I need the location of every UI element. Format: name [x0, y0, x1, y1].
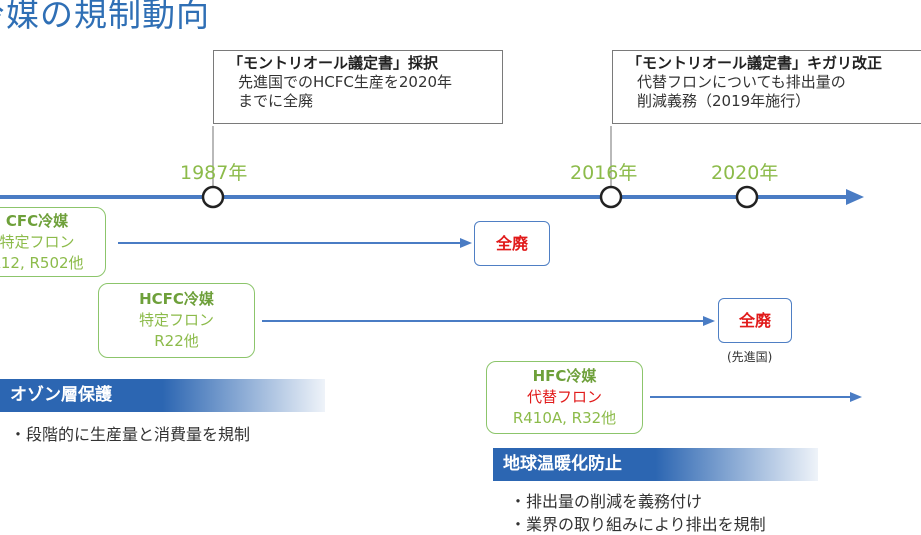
year-2016-label: 2016年 [570, 162, 638, 184]
timeline-arrowhead [846, 189, 864, 205]
hcfc-category: 特定フロン [138, 311, 214, 329]
hfc-refrigerant-box: HFC冷媒 代替フロン R410A, R32他 [486, 361, 643, 434]
callout-2016-line2: 削減義務（2019年施行） [637, 92, 811, 110]
ozone-protection-bullet: ・段階的に生産量と消費量を規制 [10, 425, 251, 444]
global-warming-bullet-2: ・業界の取り組みにより排出を規制 [510, 515, 766, 534]
global-warming-heading: 地球温暖化防止 [493, 448, 818, 481]
callout-1987-title: 「モントリオール議定書」採択 [228, 54, 439, 72]
page-title: 冷媒の規制動向 [0, 0, 210, 34]
callout-2016: 「モントリオール議定書」キガリ改正 代替フロンについても排出量の 削減義務（20… [612, 50, 921, 124]
callout-2016-line1: 代替フロンについても排出量の [637, 73, 846, 91]
milestone-2020-marker [735, 185, 759, 209]
cfc-title: CFC冷媒 [5, 212, 69, 230]
hfc-category: 代替フロン [526, 388, 602, 406]
hcfc-examples: R22他 [154, 332, 199, 350]
callout-1987-line2: までに全廃 [238, 92, 314, 110]
global-warming-bullet-1: ・排出量の削減を義務付け [510, 492, 703, 511]
callout-2016-title: 「モントリオール議定書」キガリ改正 [627, 54, 883, 72]
callout-1987: 「モントリオール議定書」採択 先進国でのHCFC生産を2020年 までに全廃 [213, 50, 503, 124]
hcfc-title: HCFC冷媒 [139, 290, 214, 308]
callout-1987-line1: 先進国でのHCFC生産を2020年 [238, 73, 453, 91]
hfc-title: HFC冷媒 [532, 367, 597, 385]
hcfc-phaseout-box: 全廃 [718, 298, 792, 343]
cfc-phaseout-box: 全廃 [474, 221, 550, 266]
timeline-diagram [0, 126, 864, 402]
cfc-examples: R12, R502他 [0, 254, 84, 272]
ozone-protection-heading: オゾン層保護 [0, 379, 325, 412]
year-1987-label: 1987年 [180, 162, 248, 184]
hfc-examples: R410A, R32他 [512, 409, 617, 427]
milestone-1987-marker [201, 185, 225, 209]
year-2020-label: 2020年 [711, 162, 779, 184]
cfc-refrigerant-box: CFC冷媒 特定フロン R12, R502他 [0, 207, 106, 277]
milestone-2016-marker [599, 185, 623, 209]
hcfc-refrigerant-box: HCFC冷媒 特定フロン R22他 [98, 283, 255, 358]
cfc-category: 特定フロン [0, 233, 75, 251]
developed-countries-note: (先進国) [727, 350, 773, 364]
